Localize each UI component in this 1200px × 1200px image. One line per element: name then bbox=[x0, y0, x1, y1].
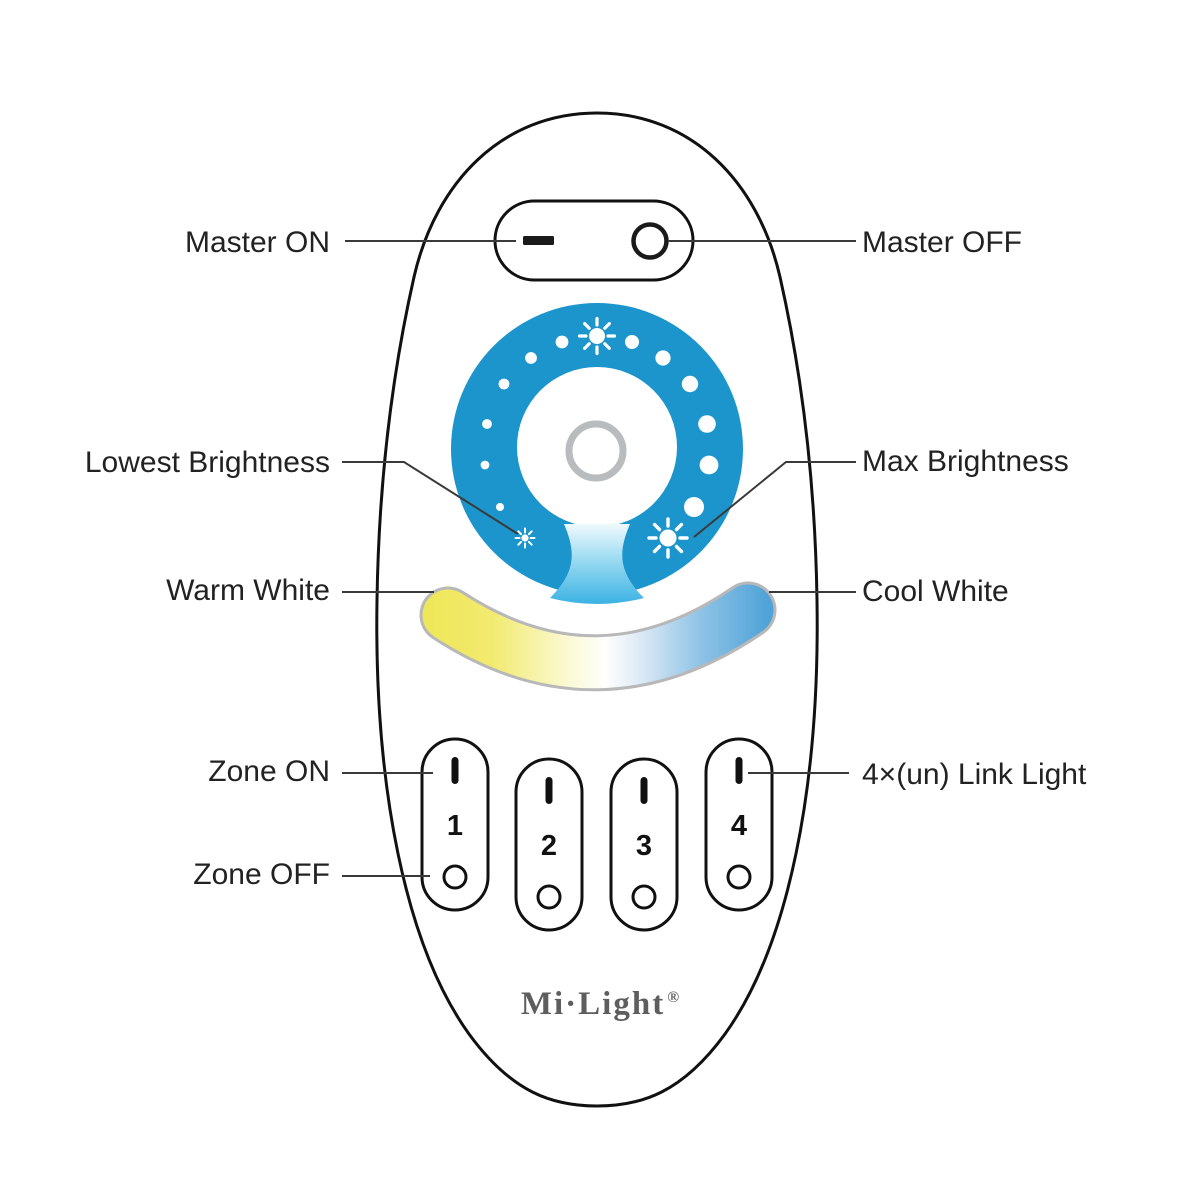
dial-dot bbox=[684, 497, 704, 517]
circle-icon[interactable] bbox=[726, 864, 752, 890]
vertical-bar-icon[interactable] bbox=[545, 777, 553, 804]
dial-dot bbox=[482, 419, 492, 429]
leader-line-lowest-brightness bbox=[342, 461, 519, 535]
brightness-dial[interactable] bbox=[451, 303, 743, 604]
zone-button-1-number: 1 bbox=[447, 810, 463, 842]
dial-tail bbox=[550, 524, 644, 604]
zone-button-2-number: 2 bbox=[541, 830, 557, 862]
zone-button-4-number: 4 bbox=[731, 810, 747, 842]
callout-master-off: Master OFF bbox=[862, 226, 1023, 259]
dial-inner-circle bbox=[517, 367, 677, 527]
dial-dot bbox=[655, 350, 671, 366]
zone-button-1[interactable]: 1 bbox=[420, 737, 490, 912]
slider-band-gradient[interactable] bbox=[422, 584, 774, 689]
callout-warm-white: Warm White bbox=[166, 574, 330, 607]
callout-max-brightness: Max Brightness bbox=[862, 445, 1069, 478]
zone-button-4-outline[interactable] bbox=[704, 737, 774, 912]
dial-dot bbox=[681, 375, 699, 393]
callout-lowest-brightness: Lowest Brightness bbox=[84, 446, 330, 479]
circle-icon[interactable] bbox=[631, 884, 657, 910]
dial-dot bbox=[699, 455, 719, 475]
vertical-bar-icon[interactable] bbox=[451, 757, 459, 784]
callout-zone-off: Zone OFF bbox=[193, 858, 330, 891]
zone-button-3[interactable]: 3 bbox=[609, 757, 679, 932]
sun-icon bbox=[577, 316, 617, 356]
dial-dot bbox=[555, 335, 569, 349]
dial-dot bbox=[625, 335, 639, 349]
registered-mark: ® bbox=[667, 989, 680, 1006]
dial-dot bbox=[498, 378, 510, 390]
callout-link-light: 4×(un) Link Light bbox=[862, 758, 1087, 791]
circle-icon[interactable] bbox=[631, 222, 669, 260]
dial-hub-ring bbox=[565, 420, 627, 482]
callout-zone-on: Zone ON bbox=[208, 755, 330, 788]
leader-line-max-brightness bbox=[693, 461, 856, 538]
brand-text: Mi·Light bbox=[520, 986, 666, 1022]
small-sun-icon bbox=[514, 527, 536, 549]
color-temperature-slider[interactable] bbox=[419, 581, 777, 692]
zone-button-3-outline[interactable] bbox=[609, 757, 679, 932]
dial-dot bbox=[698, 415, 716, 433]
vertical-bar-icon[interactable] bbox=[640, 777, 648, 804]
master-power-button[interactable] bbox=[493, 199, 695, 282]
callout-master-on: Master ON bbox=[184, 226, 330, 259]
zone-button-2-outline[interactable] bbox=[514, 757, 584, 932]
dial-dot bbox=[496, 503, 504, 511]
dial-dot bbox=[525, 352, 537, 364]
callout-cool-white: Cool White bbox=[862, 575, 1009, 608]
circle-icon[interactable] bbox=[536, 884, 562, 910]
zone-button-4[interactable]: 4 bbox=[704, 737, 774, 912]
zone-button-3-number: 3 bbox=[636, 830, 652, 862]
circle-icon[interactable] bbox=[442, 864, 468, 890]
brand-logo: Mi·Light® bbox=[420, 986, 780, 1023]
zone-button-1-outline[interactable] bbox=[420, 737, 490, 912]
minus-dash-icon[interactable] bbox=[523, 236, 554, 245]
zone-button-2[interactable]: 2 bbox=[514, 757, 584, 932]
large-sun-icon bbox=[647, 517, 689, 559]
vertical-bar-icon[interactable] bbox=[735, 757, 743, 784]
dial-dot bbox=[480, 460, 490, 470]
